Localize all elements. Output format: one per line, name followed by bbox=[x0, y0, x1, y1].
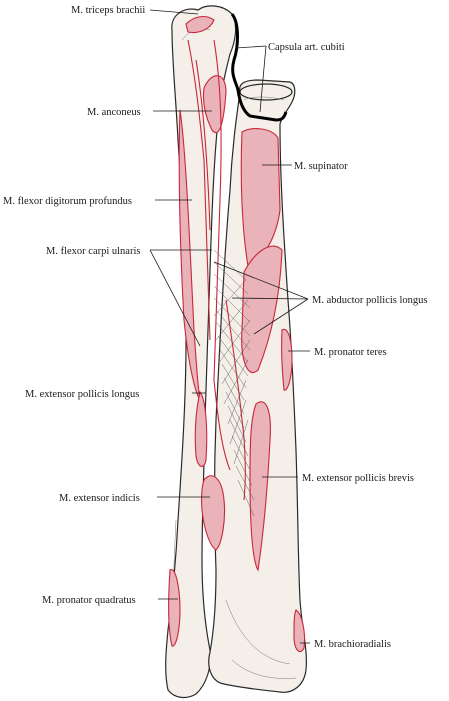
leader-capsula bbox=[235, 45, 267, 49]
leader-triceps bbox=[149, 9, 199, 15]
label-triceps: M. triceps brachii bbox=[71, 5, 145, 16]
label-flexor-dig: M. flexor digitorum profundus bbox=[3, 196, 132, 207]
label-pronator-quad: M. pronator quadratus bbox=[42, 595, 136, 606]
leader-flexor-carpi-1 bbox=[149, 249, 201, 347]
ext-pollicis-longus-area bbox=[194, 390, 208, 467]
label-ext-poll-brevis: M. extensor pollicis brevis bbox=[302, 473, 414, 484]
label-abductor: M. abductor pollicis longus bbox=[312, 295, 428, 306]
leader-abductor-3 bbox=[253, 298, 309, 335]
label-ext-indicis: M. extensor indicis bbox=[59, 493, 140, 504]
leader-lines bbox=[149, 9, 310, 644]
pronator-teres-area bbox=[281, 328, 293, 391]
label-pronator-teres: M. pronator teres bbox=[314, 347, 387, 358]
label-capsula: Capsula art. cubiti bbox=[268, 42, 345, 53]
label-flexor-carpi: M. flexor carpi ulnaris bbox=[46, 246, 140, 257]
label-ext-poll-longus: M. extensor pollicis longus bbox=[25, 389, 139, 400]
leader-capsula-2 bbox=[259, 45, 267, 113]
labels: M. triceps brachii Capsula art. cubiti M… bbox=[3, 5, 428, 650]
pronator-quadratus-area bbox=[168, 569, 181, 647]
ext-pollicis-brevis-area bbox=[249, 401, 271, 572]
muscle-attachments bbox=[168, 15, 306, 653]
label-brachiorad: M. brachioradialis bbox=[314, 639, 391, 650]
label-supinator: M. supinator bbox=[294, 161, 348, 172]
brachioradialis-area bbox=[293, 609, 306, 653]
interosseous-hatching bbox=[213, 249, 255, 517]
abductor-area bbox=[241, 245, 283, 373]
leader-abductor-1 bbox=[213, 261, 309, 300]
triceps-insertion bbox=[185, 15, 215, 34]
attachment-outlines bbox=[187, 39, 246, 501]
leader-abductor-2 bbox=[231, 297, 309, 300]
label-anconeus: M. anconeus bbox=[87, 107, 141, 118]
ext-indicis-area bbox=[201, 475, 226, 551]
